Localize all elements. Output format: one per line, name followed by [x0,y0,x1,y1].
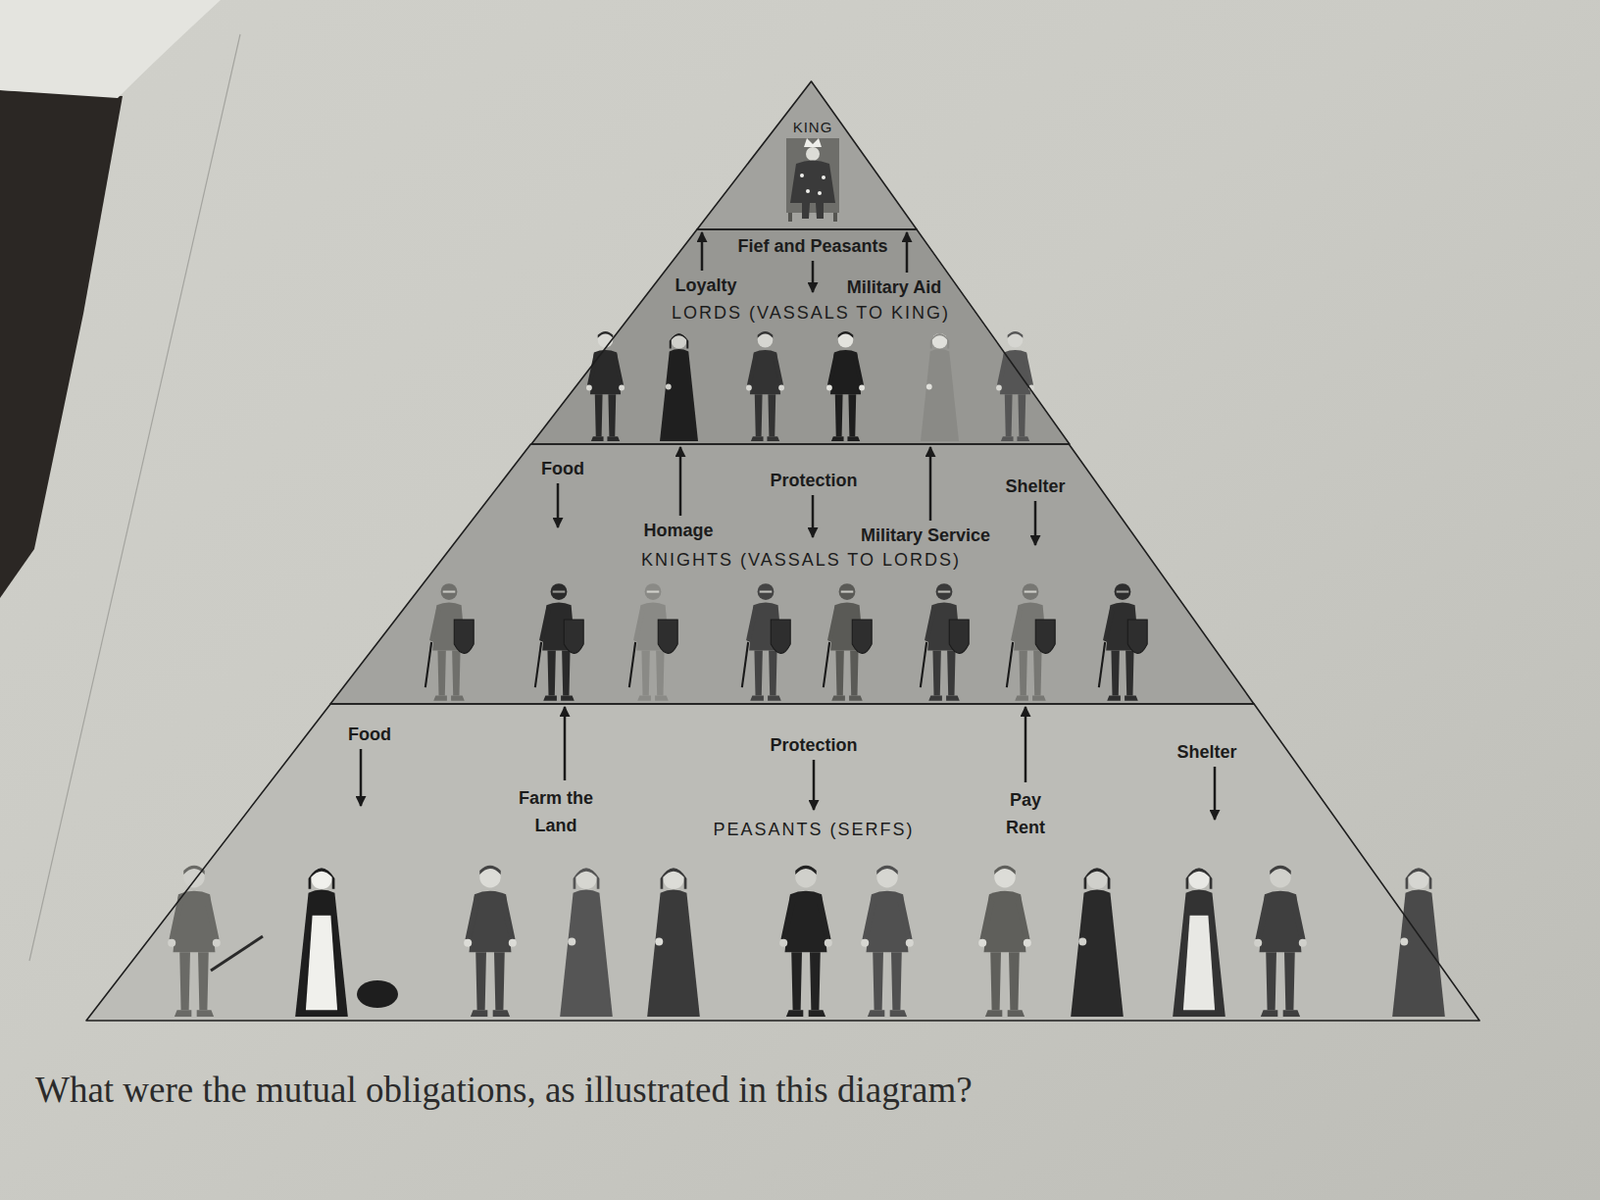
lord-figure [659,333,699,442]
knight-figure [1006,583,1055,701]
peasant-figure [463,865,517,1017]
peasant-figure [647,867,700,1017]
arrow-connector [700,232,704,271]
tier-band: LORDS (VASSALS TO KING) [531,229,1070,445]
lord-figure [826,331,865,442]
peasant-figure [1253,865,1307,1017]
desk-shadow [0,90,123,599]
lords-band-fill [531,229,1069,445]
tier-title: PEASANTS (SERFS) [712,818,914,841]
tier-title: KNIGHTS (VASSALS TO LORDS) [641,549,961,571]
edge-label: Homage [643,519,713,542]
lord-figure [920,333,959,442]
edge-label: Fief and Peasants [737,235,888,257]
knights-band-fill [330,444,1254,704]
band-outline [86,703,1480,1021]
peasant-figure [559,867,613,1017]
arrow-connector [679,447,683,516]
arrow-connector [1034,500,1038,546]
peasants-band-fill [86,703,1480,1021]
band-outline [330,444,1254,704]
caption-text: What were the mutual obligations, as ill… [35,1068,973,1112]
arrow-connector [556,483,560,528]
edge-label: Loyalty [674,274,737,297]
peasant-figure [860,865,914,1017]
arrow-connector [563,706,567,781]
knight-figure [535,583,584,701]
knight-figure [425,583,474,701]
band-outline [531,229,1070,445]
arrow-connector [812,759,816,810]
edge-label: Food [541,457,585,480]
edge-label: Shelter [1004,475,1065,498]
tier-band: KING [697,81,917,230]
tier-title: LORDS (VASSALS TO KING) [671,301,950,324]
edge-label: Shelter [1176,741,1237,763]
edge-label: Pay Rent [1000,786,1051,842]
paper-curl [0,0,221,99]
knight-figure [1099,583,1148,701]
arrow-connector [811,260,815,293]
knight-figure [823,583,872,701]
peasant-figure [779,865,833,1017]
band-outline [697,81,917,230]
arrow-connector [811,495,815,538]
edge-label: Farm the Land [510,784,601,840]
peasant-figure [978,865,1032,1017]
knight-figure [742,583,791,701]
lord-figure [746,331,785,442]
edge-label: Military Aid [847,276,942,299]
tier-title: KING [793,116,834,139]
king-figure [786,138,840,222]
peasant-figure [1172,867,1226,1017]
edge-label: Food [348,723,392,746]
peasant-figure [295,867,349,1017]
arrow-connector [905,232,909,273]
band-outline [531,229,1070,445]
arrow-connector [1024,706,1028,783]
knight-figure [920,583,969,701]
arrow-connector [929,447,933,521]
arrow-connector [359,749,363,806]
peasant-figure [167,865,221,1017]
paper-edge [29,34,241,961]
edge-label: Protection [769,734,857,756]
peasant-figure [1392,867,1446,1017]
knight-figure [629,583,678,701]
edge-label: Military Service [860,524,991,547]
cauldron [356,980,399,1008]
band-outline [697,81,917,230]
king-band-fill [697,81,916,230]
arrow-connector [1213,766,1217,820]
peasant-figure [1070,867,1124,1017]
edge-label: Protection [769,469,857,492]
